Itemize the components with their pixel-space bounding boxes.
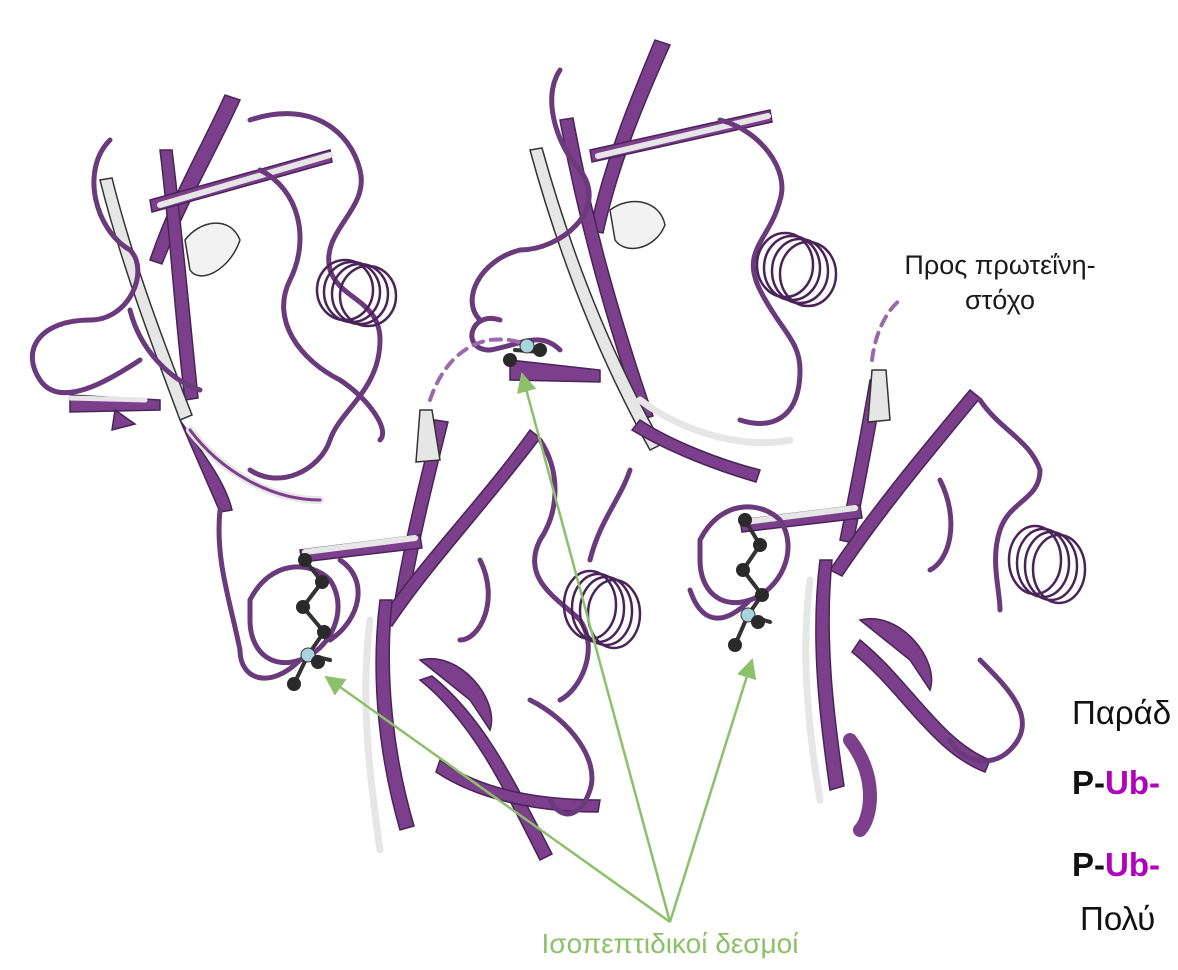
dashed-link-right bbox=[872, 300, 900, 360]
target-protein-label: Προς πρωτεΐνη- στόχο bbox=[900, 248, 1100, 318]
ub-text: Ub- bbox=[1105, 764, 1160, 801]
pointer-arrow-left bbox=[326, 677, 670, 922]
ubiquitin-unit-1 bbox=[32, 95, 396, 650]
p-prefix: P- bbox=[1072, 846, 1105, 883]
pointer-arrow-right bbox=[670, 660, 752, 922]
helix-2 bbox=[757, 233, 836, 306]
ub-text: Ub- bbox=[1105, 846, 1160, 883]
side-text-line3: P-Ub- bbox=[1072, 846, 1160, 884]
atom bbox=[728, 638, 742, 652]
atom bbox=[533, 343, 547, 357]
p-prefix: P- bbox=[1072, 764, 1105, 801]
target-label-line2: στόχο bbox=[900, 283, 1100, 318]
ubiquitin-unit-3 bbox=[240, 410, 640, 860]
atom bbox=[751, 615, 765, 629]
helix-3 bbox=[564, 571, 640, 648]
atom bbox=[503, 353, 517, 367]
atom bbox=[296, 600, 310, 614]
side-text-line1: Παράδ bbox=[1072, 694, 1171, 732]
side-text-line4: Πολύ bbox=[1080, 900, 1155, 938]
atom bbox=[315, 575, 329, 589]
side-text-line2: P-Ub- bbox=[1072, 764, 1160, 802]
atom bbox=[317, 625, 331, 639]
atom bbox=[736, 563, 750, 577]
atom-nitrogen bbox=[520, 339, 534, 353]
atom bbox=[755, 588, 769, 602]
atom bbox=[738, 513, 752, 527]
isopeptide-bonds-label: Ισοπεπτιδικοί δεσμοί bbox=[470, 928, 870, 960]
target-label-line1: Προς πρωτεΐνη- bbox=[900, 248, 1100, 283]
atom bbox=[298, 553, 312, 567]
atom bbox=[287, 677, 301, 691]
atom bbox=[753, 538, 767, 552]
atom bbox=[311, 655, 325, 669]
ubiquitin-unit-4 bbox=[690, 300, 1085, 830]
helix-4 bbox=[1009, 526, 1085, 603]
